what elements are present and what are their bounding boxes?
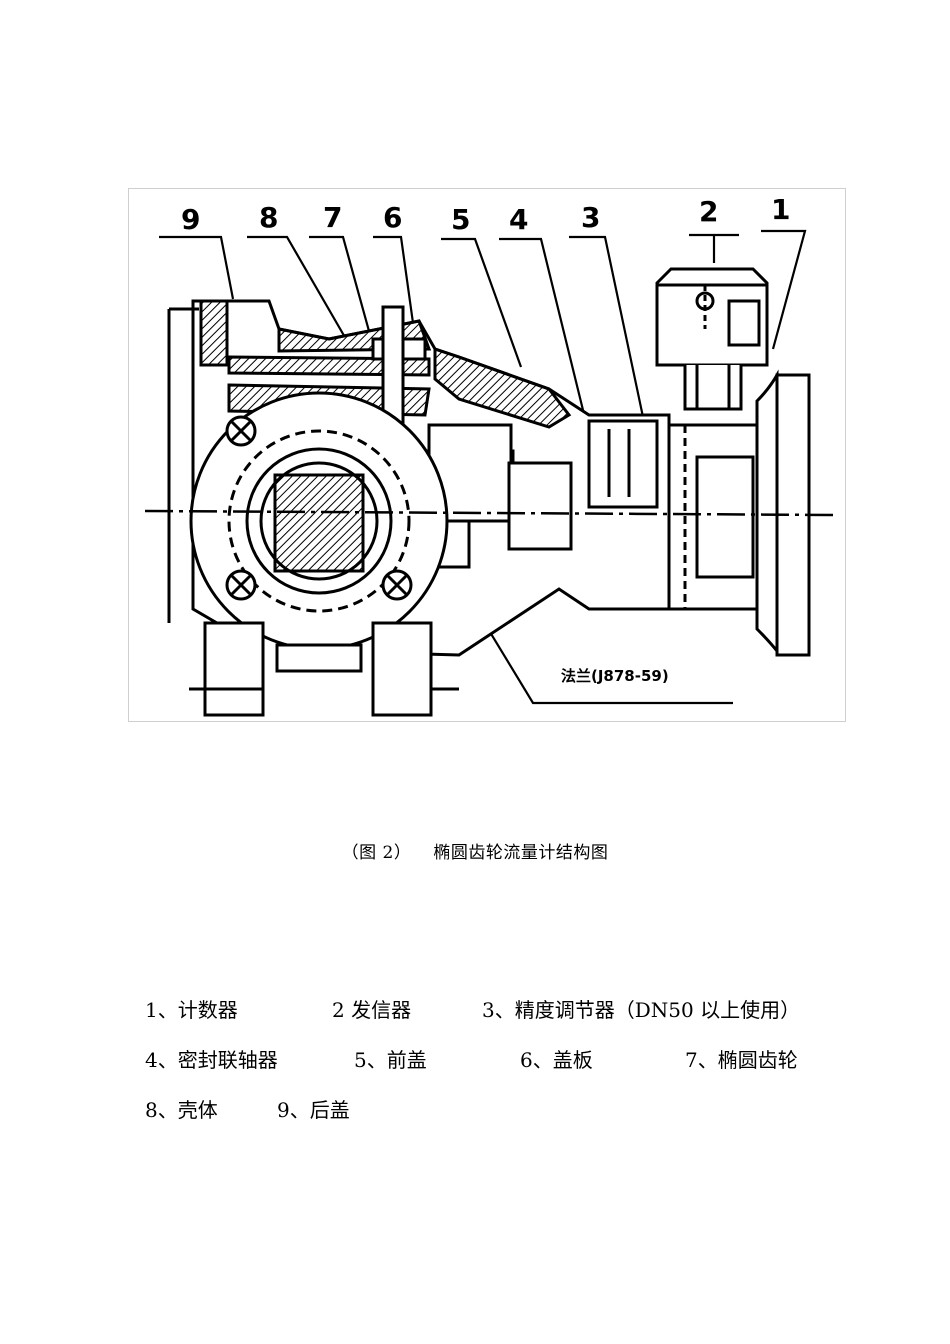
coupling: [363, 419, 659, 569]
legend-item-7: 7、椭圆齿轮: [685, 1048, 798, 1072]
leader-lines: [159, 229, 807, 705]
legend-item-1: 1、计数器: [145, 998, 238, 1022]
outlet-flange: [667, 369, 811, 657]
part-number-7: 7: [323, 201, 342, 234]
legend-item-5: 5、前盖: [354, 1048, 427, 1072]
legend-item-3: 3、精度调节器（DN50 以上使用）: [482, 998, 801, 1022]
legend-item-4: 4、密封联轴器: [145, 1048, 278, 1072]
part-number-5: 5: [451, 203, 470, 236]
support-legs: [189, 621, 459, 717]
meter-cross-section-drawing: 9 8 7 6 5 4 3 2 1: [144, 193, 838, 717]
part-number-4: 4: [509, 203, 528, 236]
legend-item-9: 9、后盖: [277, 1098, 350, 1122]
flange-label: 法兰(J878-59): [561, 667, 669, 685]
legend-item-8: 8、壳体: [145, 1098, 218, 1122]
oval-gear-chamber: [189, 391, 449, 651]
part-number-6: 6: [383, 201, 402, 234]
part-number-2: 2: [699, 195, 718, 228]
part-number-8: 8: [259, 201, 278, 234]
part-number-9: 9: [181, 203, 200, 236]
counter-body: [655, 267, 769, 411]
figure-number: （图 2）: [341, 843, 412, 863]
part-number-1: 1: [771, 193, 790, 226]
legend-item-6: 6、盖板: [520, 1048, 593, 1072]
figure-caption: （图 2） 椭圆齿轮流量计结构图: [0, 838, 950, 863]
legend-item-2: 2 发信器: [332, 998, 412, 1022]
center-line: [144, 509, 838, 517]
figure-title: 椭圆齿轮流量计结构图: [433, 843, 609, 863]
structure-drawing: 9 8 7 6 5 4 3 2 1: [128, 188, 846, 722]
part-number-3: 3: [581, 201, 600, 234]
